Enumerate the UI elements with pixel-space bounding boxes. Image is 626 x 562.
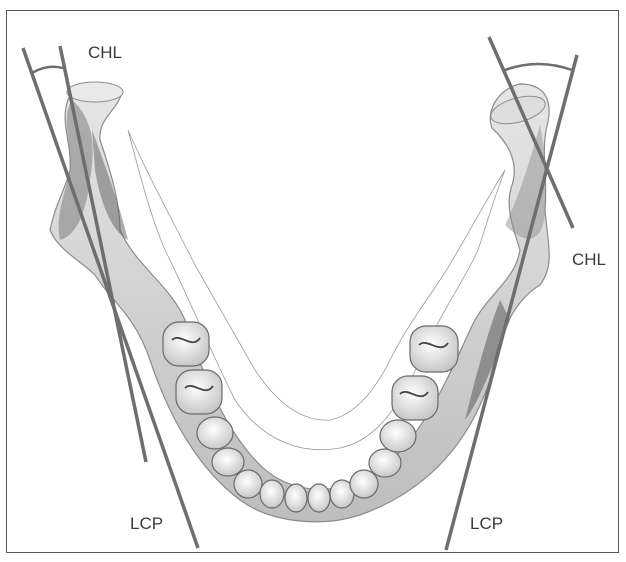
figure-frame: [6, 10, 619, 553]
